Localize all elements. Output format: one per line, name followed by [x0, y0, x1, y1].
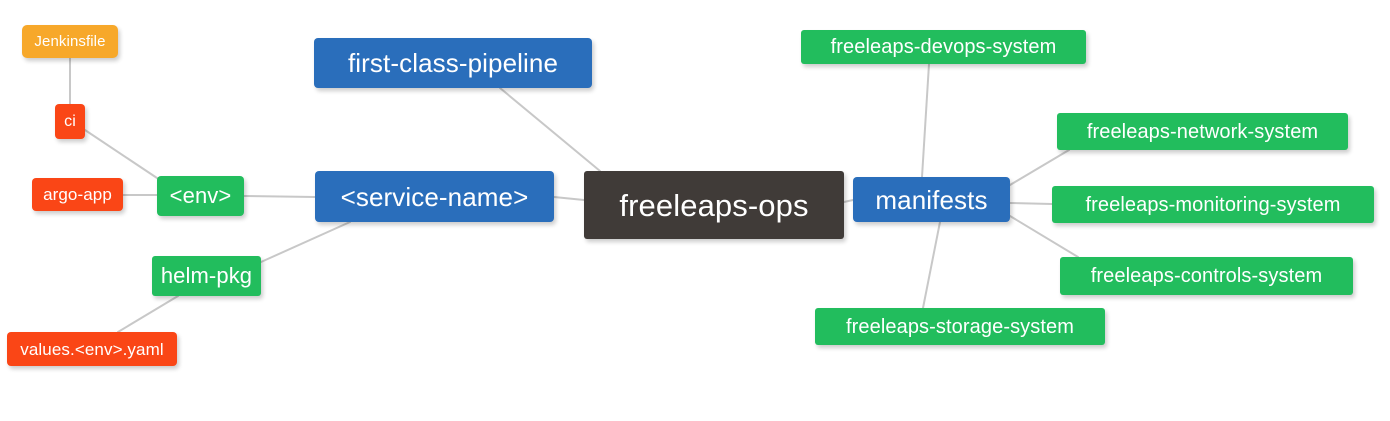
node-label-helm-pkg: helm-pkg: [160, 263, 253, 288]
node-label-argo-app: argo-app: [43, 185, 112, 204]
node-label-freeleaps-ops: freeleaps-ops: [619, 187, 809, 223]
mindmap-node-helm-pkg[interactable]: helm-pkg: [152, 256, 261, 296]
node-label-freeleaps-devops-system: freeleaps-devops-system: [830, 36, 1057, 58]
mindmap-node-first-class-pipeline[interactable]: first-class-pipeline: [314, 38, 592, 88]
node-label-first-class-pipeline: first-class-pipeline: [347, 48, 559, 78]
node-label-jenkinsfile: Jenkinsfile: [34, 33, 106, 50]
mindmap-node-env[interactable]: <env>: [157, 176, 244, 216]
mindmap-node-freeleaps-monitoring-system[interactable]: freeleaps-monitoring-system: [1052, 186, 1374, 223]
node-label-freeleaps-monitoring-system: freeleaps-monitoring-system: [1085, 193, 1341, 216]
node-label-freeleaps-controls-system: freeleaps-controls-system: [1090, 265, 1323, 287]
mindmap-node-ci[interactable]: ci: [55, 104, 85, 139]
node-label-ci: ci: [64, 112, 76, 130]
mindmap-node-freeleaps-ops[interactable]: freeleaps-ops: [584, 171, 844, 239]
mindmap-node-service-name[interactable]: <service-name>: [315, 171, 554, 222]
mindmap-node-values-env-yaml[interactable]: values.<env>.yaml: [7, 332, 177, 366]
mindmap-node-argo-app[interactable]: argo-app: [32, 178, 123, 211]
mindmap-node-freeleaps-storage-system[interactable]: freeleaps-storage-system: [815, 308, 1105, 345]
node-label-manifests: manifests: [875, 184, 988, 215]
mindmap-node-freeleaps-controls-system[interactable]: freeleaps-controls-system: [1060, 257, 1353, 295]
mindmap-node-jenkinsfile[interactable]: Jenkinsfile: [22, 25, 118, 58]
node-label-freeleaps-network-system: freeleaps-network-system: [1086, 120, 1319, 143]
node-label-freeleaps-storage-system: freeleaps-storage-system: [845, 315, 1075, 338]
mindmap-node-freeleaps-network-system[interactable]: freeleaps-network-system: [1057, 113, 1348, 150]
node-label-env: <env>: [169, 183, 232, 208]
mindmap-node-freeleaps-devops-system[interactable]: freeleaps-devops-system: [801, 30, 1086, 64]
mindmap-node-manifests[interactable]: manifests: [853, 177, 1010, 222]
node-label-values-env-yaml: values.<env>.yaml: [20, 339, 164, 359]
node-label-service-name: <service-name>: [340, 181, 529, 212]
